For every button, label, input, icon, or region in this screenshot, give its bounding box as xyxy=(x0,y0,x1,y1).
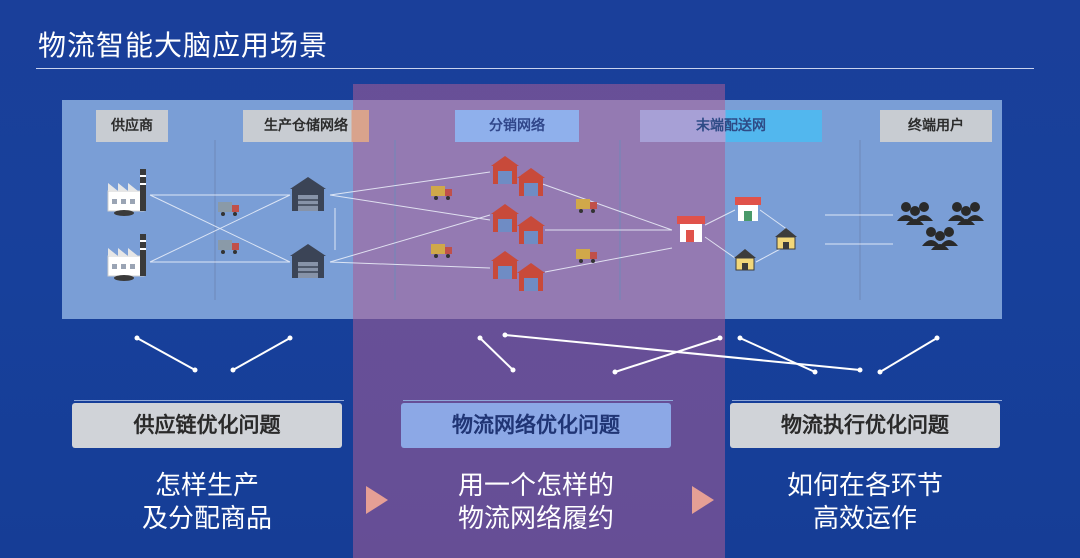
stage-label-last-mile: 末端配送网 xyxy=(640,110,822,142)
warehouse-icon xyxy=(491,251,519,279)
page-title: 物流智能大脑应用场景 xyxy=(38,29,329,62)
warehouse-icon xyxy=(289,243,327,279)
problem-logistics-execution-desc: 如何在各环节 高效运作 xyxy=(786,471,943,534)
house-icon xyxy=(733,248,757,271)
house-icon xyxy=(774,227,798,250)
stage-label-supplier: 供应商 xyxy=(96,110,168,142)
problem-logistics-network: 物流网络优化问题 xyxy=(401,403,671,448)
stage-label-end-user: 终端用户 xyxy=(880,110,992,142)
stage-label-production: 生产仓储网络 xyxy=(243,110,369,142)
triangle-right-icon xyxy=(366,486,388,514)
problem-supply-chain: 供应链优化问题 xyxy=(72,403,342,448)
user-group-icon xyxy=(922,227,958,250)
store-icon xyxy=(677,216,705,242)
warehouse-icon xyxy=(491,156,519,184)
truck-icon xyxy=(576,199,597,213)
truck-icon xyxy=(431,186,452,200)
factory-icon xyxy=(107,168,147,217)
column-divider xyxy=(732,400,1002,401)
column-divider xyxy=(74,400,344,401)
problem-supply-chain-desc: 怎样生产 及分配商品 xyxy=(141,471,272,534)
warehouse-icon xyxy=(517,263,545,291)
truck-icon xyxy=(431,244,452,258)
warehouse-icon xyxy=(491,204,519,232)
truck-icon xyxy=(218,240,239,254)
store-icon xyxy=(735,197,761,221)
user-group-icon xyxy=(897,202,933,225)
truck-icon xyxy=(576,249,597,263)
truck-icon xyxy=(218,202,239,216)
network-highlight xyxy=(353,84,725,558)
column-divider xyxy=(403,400,673,401)
factory-icon xyxy=(107,233,147,282)
warehouse-icon xyxy=(289,176,327,212)
problem-logistics-execution: 物流执行优化问题 xyxy=(730,403,1000,448)
triangle-right-icon xyxy=(692,486,714,514)
stage-label-distribution: 分销网络 xyxy=(455,110,579,142)
problem-logistics-network-desc: 用一个怎样的 物流网络履约 xyxy=(457,471,614,534)
warehouse-icon xyxy=(517,168,545,196)
title-divider xyxy=(36,68,1034,69)
user-group-icon xyxy=(948,202,984,225)
warehouse-icon xyxy=(517,216,545,244)
